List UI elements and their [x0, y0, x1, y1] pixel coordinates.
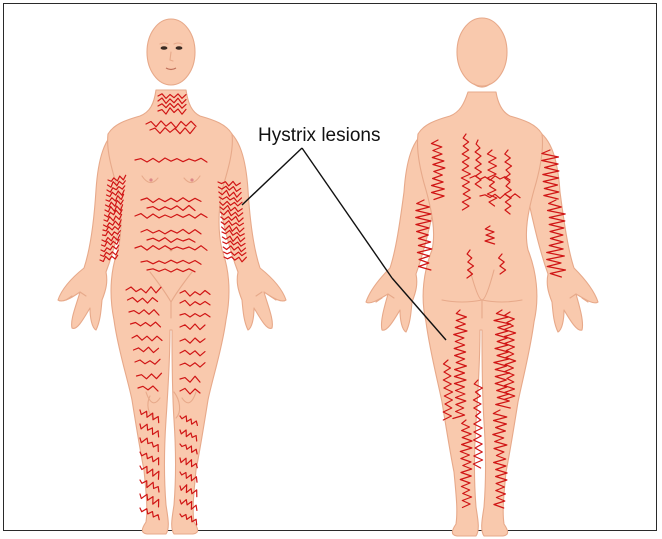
leader-line-back-arm [302, 148, 392, 278]
front-left-eye [161, 46, 168, 50]
back-head [457, 18, 507, 86]
back-view-body [366, 18, 598, 536]
hystrix-lesions-label: Hystrix lesions [258, 125, 380, 147]
front-torso-legs [108, 90, 233, 534]
front-right-eye [176, 46, 183, 50]
leader-line-front-arm [242, 148, 302, 205]
